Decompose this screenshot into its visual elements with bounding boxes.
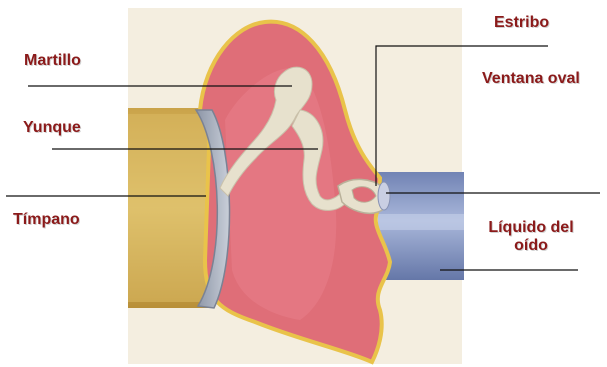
- fluid-highlight: [378, 214, 464, 230]
- ear-canal-lining: [128, 114, 208, 302]
- label-timpano: Tímpano: [13, 211, 80, 229]
- label-liquido-del-oido: Líquido del oído: [474, 219, 588, 255]
- label-liquido-line1: Líquido del: [474, 219, 588, 237]
- label-yunque: Yunque: [23, 119, 81, 137]
- label-estribo: Estribo: [494, 14, 549, 32]
- label-ventana-oval: Ventana oval: [482, 70, 580, 88]
- label-martillo: Martillo: [24, 52, 81, 70]
- label-liquido-line2: oído: [474, 237, 588, 255]
- oval-window: [378, 182, 390, 210]
